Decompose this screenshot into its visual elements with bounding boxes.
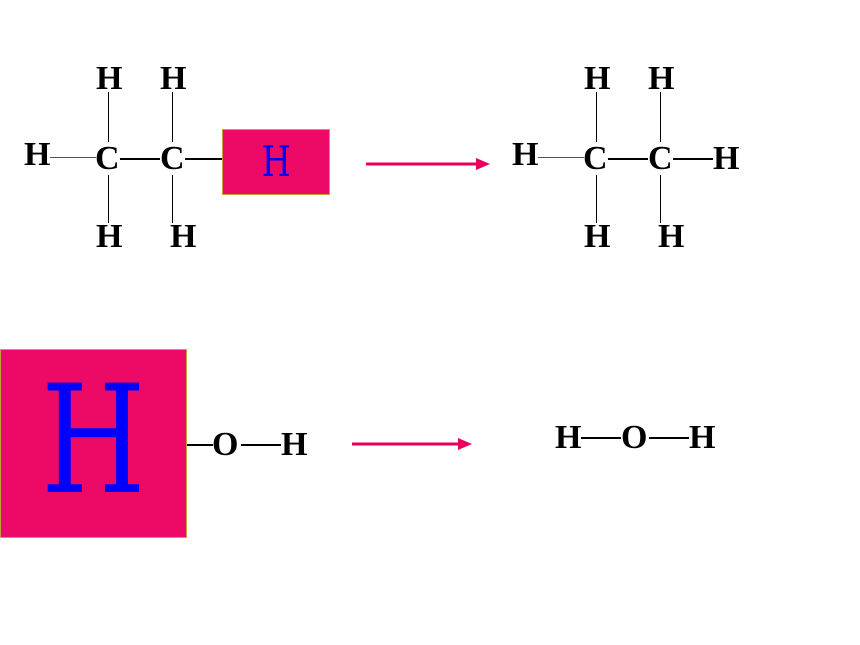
h-top-2: H bbox=[648, 60, 675, 97]
bond-c2-box bbox=[185, 158, 223, 160]
h-right: H bbox=[713, 140, 740, 177]
h-right: H bbox=[689, 419, 716, 456]
bond-c1-h-top bbox=[108, 92, 109, 142]
bond-c2-h-bottom bbox=[660, 175, 661, 223]
reaction-arrow-2 bbox=[352, 438, 472, 450]
carbon-2: C bbox=[160, 140, 185, 177]
h-bottom-1: H bbox=[96, 218, 123, 255]
h-left: H bbox=[24, 136, 51, 173]
bond-c1-h-top bbox=[596, 92, 597, 142]
h-bottom-1: H bbox=[584, 218, 611, 255]
bond-o-h bbox=[241, 444, 281, 446]
h-left: H bbox=[512, 136, 539, 173]
h-bottom-2: H bbox=[658, 218, 685, 255]
reaction-arrow-1 bbox=[366, 158, 490, 170]
highlighted-h-letter-small: H bbox=[261, 137, 291, 186]
highlighted-h-box-large: H bbox=[0, 349, 187, 538]
bond-c1-c2 bbox=[608, 158, 648, 160]
highlighted-h-box-small: H bbox=[222, 129, 330, 195]
oxygen: O bbox=[212, 426, 239, 463]
h-left: H bbox=[555, 419, 582, 456]
bond-o-h bbox=[649, 437, 689, 439]
h-bottom-2: H bbox=[170, 218, 197, 255]
arrow-1-head bbox=[476, 158, 490, 170]
bond-box-o bbox=[187, 444, 213, 446]
h-right: H bbox=[281, 426, 308, 463]
bond-c1-h-bottom bbox=[108, 175, 109, 223]
bond-c2-h-right bbox=[673, 158, 713, 160]
carbon-1: C bbox=[95, 140, 120, 177]
carbon-1: C bbox=[583, 140, 608, 177]
bond-h-o bbox=[581, 437, 621, 439]
bond-c2-h-top bbox=[172, 92, 173, 142]
bond-h-c1 bbox=[50, 157, 96, 158]
arrow-2-head bbox=[458, 438, 472, 450]
highlighted-h-letter-large: H bbox=[41, 353, 146, 528]
bond-h-c1 bbox=[538, 157, 584, 158]
bond-c1-c2 bbox=[120, 158, 160, 160]
bond-c2-h-top bbox=[660, 92, 661, 142]
h-top-1: H bbox=[584, 60, 611, 97]
carbon-2: C bbox=[648, 140, 673, 177]
h-top-2: H bbox=[160, 60, 187, 97]
bond-c1-h-bottom bbox=[596, 175, 597, 223]
bond-c2-h-bottom bbox=[172, 175, 173, 223]
h-top-1: H bbox=[96, 60, 123, 97]
oxygen: O bbox=[621, 419, 648, 456]
